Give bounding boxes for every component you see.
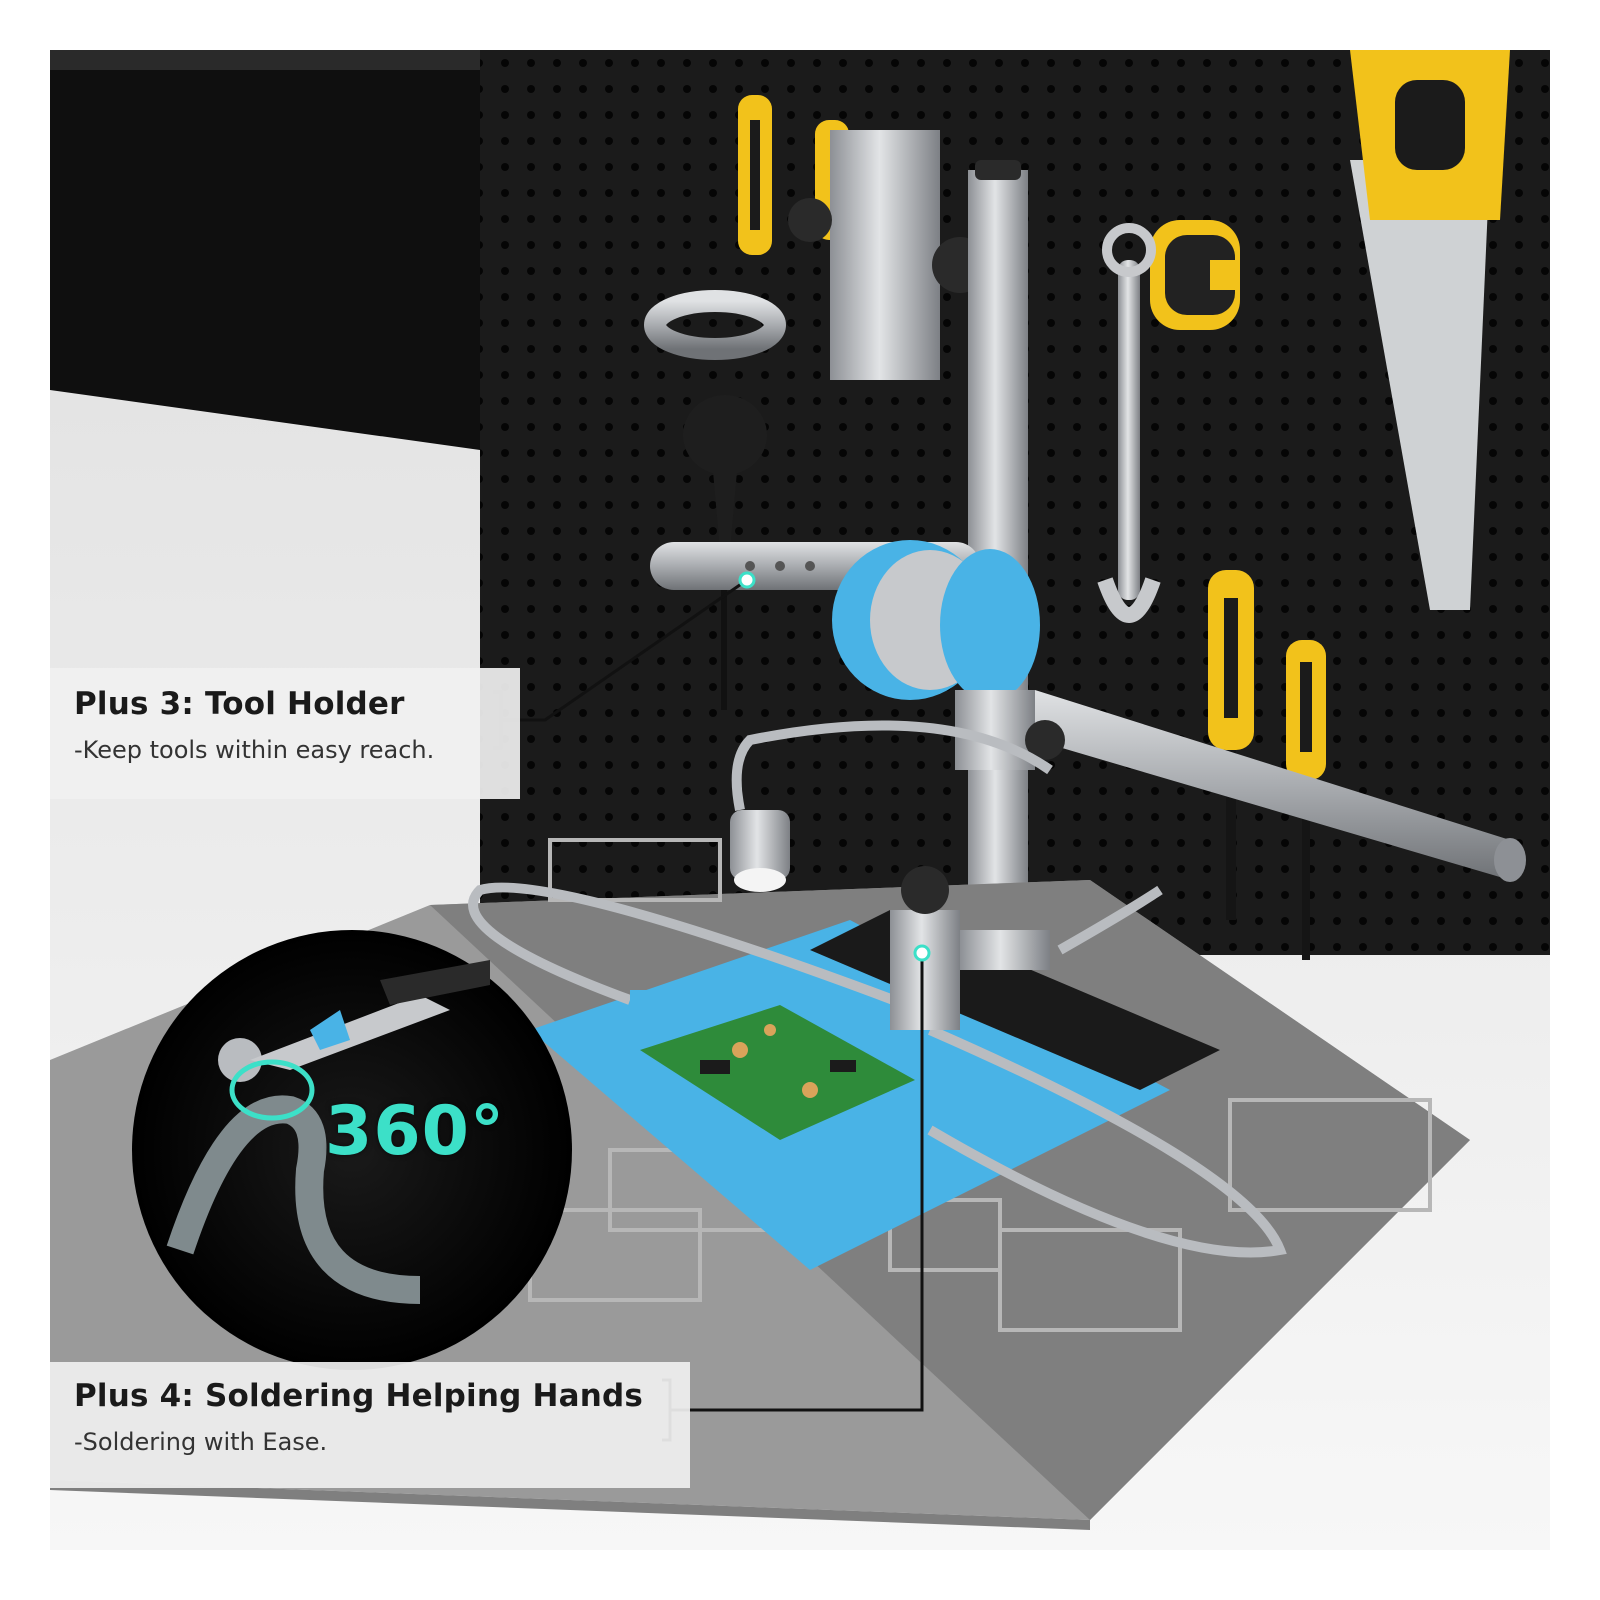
clip-right	[880, 1110, 920, 1130]
circuit-board	[640, 1005, 915, 1140]
pole-cap	[975, 160, 1021, 180]
callout-helping-hands-title: Plus 4: Soldering Helping Hands	[74, 1378, 644, 1414]
soldering-station-illustration	[50, 50, 1550, 1550]
callout-helping-hands: Plus 4: Soldering Helping Hands -Solderi…	[50, 1362, 690, 1488]
tape-measure	[1150, 220, 1240, 330]
callout-tool-holder: Plus 3: Tool Holder -Keep tools within e…	[50, 668, 520, 799]
callout-helping-hands-description: -Soldering with Ease.	[74, 1428, 328, 1456]
solder-spool	[832, 540, 1040, 701]
helping-hand-arm-left	[468, 882, 922, 1015]
rotation-360-label: 360°	[325, 1092, 505, 1171]
callout-tool-holder-title: Plus 3: Tool Holder	[74, 686, 405, 722]
callout-tool-holder-description: -Keep tools within easy reach.	[74, 736, 435, 764]
screwdriver-right-1	[1208, 570, 1254, 920]
clip-left	[630, 990, 670, 1010]
holder-ring	[644, 130, 988, 380]
helping-hands-hub	[890, 866, 1050, 1030]
screwdriver-right-2	[1286, 640, 1326, 960]
rotation-badge	[132, 930, 572, 1370]
product-image-frame: 360° Plus 3: Tool Holder -Keep tools wit…	[50, 50, 1550, 1550]
wrench	[1097, 223, 1161, 623]
helping-hand-arm-right	[927, 1025, 1287, 1258]
helping-hand-arm-rear	[1057, 885, 1163, 955]
lamp-head	[730, 810, 790, 892]
shelf-edge	[50, 50, 480, 70]
solder-sucker	[683, 395, 767, 710]
screwdriver-top-1	[738, 95, 772, 255]
tool-holder-bar-right	[1035, 690, 1526, 882]
lamp-gooseneck	[731, 720, 1053, 811]
collar-knob	[1025, 720, 1065, 760]
hand-saw	[1350, 50, 1510, 610]
